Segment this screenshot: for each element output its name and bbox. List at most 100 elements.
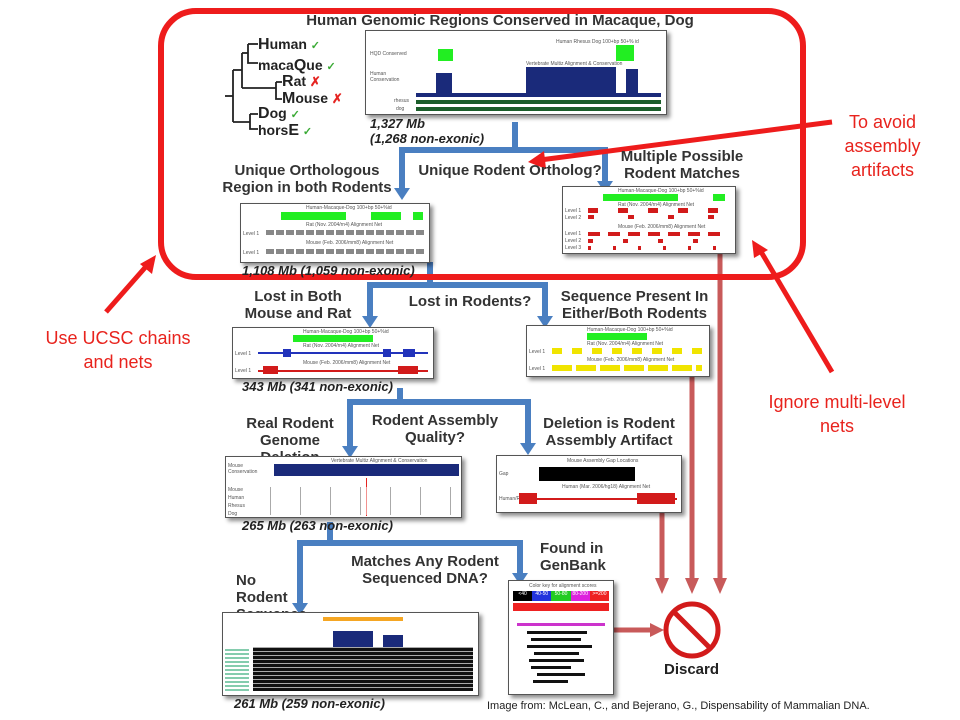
level1-label: Level 1 [243, 231, 260, 237]
score-4: 80-200 [570, 591, 590, 601]
level1-label-3r2: Level 1 [529, 366, 546, 372]
panel-lost-both: Human-Macaque-Dog 100+bp 50+%id Rat (Nov… [232, 327, 434, 379]
cross-icon: ✗ [331, 91, 343, 106]
arrow-bottom-right [330, 540, 523, 575]
level2-label-r2: Level 2 [565, 238, 582, 244]
rat-net-label-3r: Rat (Nov. 2004/rn4) Alignment Net [587, 341, 664, 347]
panel-sequence-present: Human-Macaque-Dog 100+bp 50+%id Rat (Nov… [526, 325, 710, 377]
human-rhesus-dog-label: Human Rhesus Dog 100+bp 50+% id [556, 39, 639, 45]
rhesus-label: rhesus [394, 98, 410, 104]
arrow-lower-branch [347, 388, 403, 448]
arrow-top-branch [399, 122, 518, 190]
stat-1b: (1,268 non-exonic) [370, 131, 485, 146]
check-icon: ✓ [326, 61, 336, 73]
label-lost-rodents-q: Lost in Rodents? [408, 293, 532, 310]
level1-label-3r: Level 1 [529, 349, 546, 355]
mouse-cons-label: Mouse Conservation [228, 463, 258, 475]
hmd-label-r: Human-Macaque-Dog 100+bp 50+%id [618, 188, 704, 194]
rat-net-label: Rat (Nov. 2004/rn4) Alignment Net [306, 222, 383, 228]
panel-genbank: Color key for alignment scores <40 40-50… [508, 580, 614, 695]
rat-net-label-r: Rat (Nov. 2004/rn4) Alignment Net [618, 202, 695, 208]
highlight-box [158, 8, 806, 280]
stat-1a: 1,327 Mb [370, 116, 425, 131]
score-1: <40 [513, 591, 533, 601]
discard-symbol [663, 601, 721, 659]
label-unique-orthologous: Unique Orthologous Region in both Rodent… [222, 162, 392, 196]
color-key-label: Color key for alignment scores [529, 583, 597, 589]
score-5: >=200 [589, 591, 610, 601]
row-rhesus: Rhesus [228, 503, 245, 509]
score-3: 50-80 [551, 591, 571, 601]
row-mouse: Mouse [228, 487, 244, 493]
multiz-label: Vertebrate Multiz Alignment & Conservati… [526, 61, 623, 67]
cross-icon: ✗ [309, 74, 321, 89]
level1-label-r: Level 1 [565, 208, 582, 214]
phylo-tree [225, 43, 282, 130]
label-deletion-artifact: Deletion is Rodent Assembly Artifact [543, 415, 675, 449]
gap-label: Gap [499, 471, 509, 477]
level2-label-r: Level 2 [565, 215, 582, 221]
label-genbank: Found in GenBank [540, 540, 606, 574]
human-rat-label: Human/Rat [499, 496, 525, 502]
mouse-net-label-3r: Mouse (Feb. 2006/mm8) Alignment Net [587, 357, 675, 363]
vmac-label: Vertebrate Multiz Alignment & Conservati… [331, 458, 428, 464]
level1-label-3: Level 1 [235, 351, 252, 357]
species-rodents: Rat ✗ Mouse ✗ [282, 73, 343, 107]
label-multiple-matches: Multiple Possible Rodent Matches [620, 148, 744, 182]
stat-4: 265 Mb (263 non-exonic) [242, 518, 393, 533]
arrow-mid-branch [367, 262, 433, 318]
level3-label-r2: Level 3 [565, 245, 582, 251]
hqd-label: HQD Conserved [370, 51, 407, 57]
arrow-bottom-branch [297, 522, 333, 605]
hmd-label-3: Human-Macaque-Dog 100+bp 50+%id [303, 329, 389, 335]
label-assembly-quality-q: Rodent Assembly Quality? [371, 412, 499, 446]
mouse-gap-label: Mouse Assembly Gap Locations [567, 458, 639, 464]
species-outgroup: Dog ✓ horsE ✓ [258, 106, 312, 140]
label-unique-rodent-q: Unique Rodent Ortholog? [418, 162, 602, 179]
species-human: Human ✓ [258, 36, 321, 53]
mouse-net-label-r: Mouse (Feb. 2006/mm8) Alignment Net [618, 224, 706, 230]
panel-real-deletion: Vertebrate Multiz Alignment & Conservati… [225, 456, 462, 518]
hmd-label-3r: Human-Macaque-Dog 100+bp 50+%id [587, 327, 673, 333]
panel-assembly-artifact: Mouse Assembly Gap Locations Gap Human (… [496, 455, 682, 513]
level1-label-r2: Level 1 [565, 231, 582, 237]
mouse-net-label-3: Mouse (Feb. 2006/mm8) Alignment Net [303, 360, 391, 366]
row-human: Human [228, 495, 245, 501]
level1-label-3b: Level 1 [235, 368, 252, 374]
discard-arrows [613, 252, 723, 633]
panel-multiple-matches: Human-Macaque-Dog 100+bp 50+%id Rat (Nov… [562, 186, 736, 254]
species-mouse: Mouse ✗ [282, 90, 343, 107]
label-matches-q: Matches Any Rodent Sequenced DNA? [351, 553, 499, 587]
check-icon: ✓ [302, 126, 313, 138]
label-lost-both: Lost in Both Mouse and Rat [244, 288, 352, 322]
annotation-multi-level: Ignore multi-level nets [768, 392, 906, 436]
score-key: <40 40-50 50-80 80-200 >=200 [513, 591, 610, 601]
level1-label-b: Level 1 [243, 250, 260, 256]
blue-flow-arrows [297, 122, 608, 605]
rat-net-label-3: Rat (Nov. 2004/rn4) Alignment Net [303, 343, 380, 349]
check-icon: ✓ [310, 40, 321, 52]
panel-unique-ortholog: Human-Macaque-Dog 100+bp 50+%id Rat (Nov… [240, 203, 430, 263]
annotation-ucsc: Use UCSC chains and nets [45, 328, 191, 372]
blue-arrowheads [292, 181, 613, 615]
panel-conserved: HQD Conserved Human Rhesus Dog 100+bp 50… [365, 30, 667, 115]
stat-2: 1,108 Mb (1,059 non-exonic) [242, 263, 415, 278]
check-icon: ✓ [290, 109, 300, 121]
species-horse: horsE ✓ [258, 122, 313, 139]
annotation-avoid-artifacts: To avoid assembly artifacts [844, 112, 921, 180]
human-conservation-label: Human Conservation [370, 71, 400, 83]
species-list: Human ✓ macaQue ✓ [258, 37, 336, 75]
label-sequence-present: Sequence Present In Either/Both Rodents [560, 288, 709, 322]
species-rat: Rat ✗ [282, 73, 321, 90]
stat-3: 343 Mb (341 non-exonic) [242, 379, 393, 394]
mouse-net-label: Mouse (Feb. 2006/mm8) Alignment Net [306, 240, 394, 246]
panel-no-rodent [222, 612, 479, 696]
arrow-mid-right [430, 282, 548, 318]
diagram-title: Human Genomic Regions Conserved in Macaq… [306, 12, 694, 29]
stat-5: 261 Mb (259 non-exonic) [234, 696, 385, 711]
dog-label: dog [396, 106, 405, 112]
image-credit: Image from: McLean, C., and Bejerano, G.… [487, 700, 870, 712]
hmd-label: Human-Macaque-Dog 100+bp 50+%id [306, 205, 392, 211]
score-2: 40-50 [532, 591, 552, 601]
